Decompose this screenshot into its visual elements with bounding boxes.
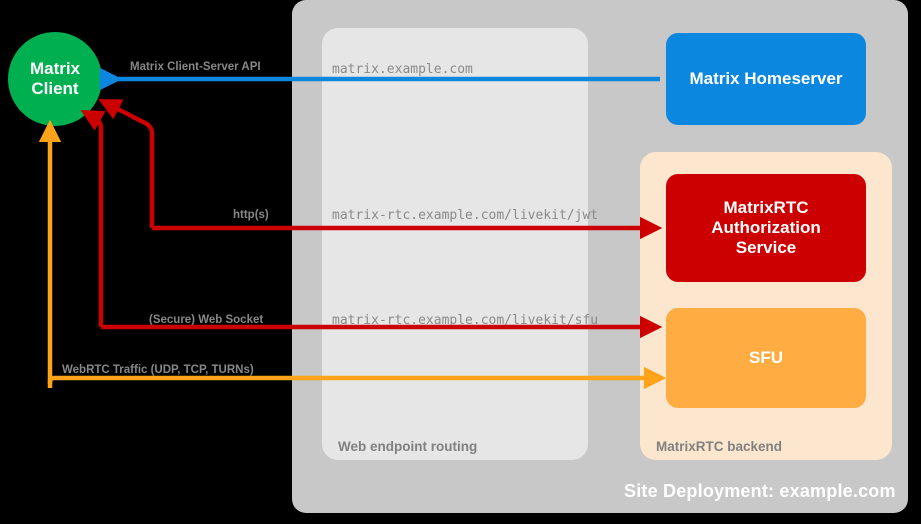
endpoint-url-jwt: matrix-rtc.example.com/livekit/jwt bbox=[332, 208, 599, 223]
client-label-line1: Matrix bbox=[29, 58, 81, 78]
connector-label-websocket: (Secure) Web Socket bbox=[149, 314, 264, 326]
node-sfu[interactable]: SFU bbox=[666, 308, 866, 408]
connector-https-return-to-client bbox=[98, 99, 155, 228]
connector-websocket-return-to-client bbox=[80, 109, 106, 327]
node-matrixrtc-authorization-service[interactable]: MatrixRTC Authorization Service bbox=[666, 174, 866, 282]
endpoint-url-sfu: matrix-rtc.example.com/livekit/sfu bbox=[332, 313, 599, 328]
auth-label-line2: Authorization bbox=[711, 217, 821, 237]
matrixrtc-backend-label: MatrixRTC backend bbox=[656, 439, 783, 454]
site-deployment-title: Site Deployment: example.com bbox=[624, 481, 896, 501]
auth-label-line1: MatrixRTC bbox=[723, 197, 809, 217]
node-auth-service-label: MatrixRTC Authorization Service bbox=[711, 198, 821, 258]
connector-label-matrix-client-server-api: Matrix Client-Server API bbox=[130, 61, 261, 73]
connector-label-webrtc: WebRTC Traffic (UDP, TCP, TURNs) bbox=[62, 364, 254, 376]
node-matrix-client-label: Matrix Client bbox=[30, 59, 80, 99]
node-matrix-homeserver-label: Matrix Homeserver bbox=[689, 68, 843, 88]
node-matrix-homeserver[interactable]: Matrix Homeserver bbox=[666, 33, 866, 125]
web-endpoint-routing-label: Web endpoint routing bbox=[338, 439, 478, 454]
web-endpoint-routing-panel bbox=[322, 28, 588, 460]
connector-label-https: http(s) bbox=[233, 209, 269, 221]
auth-label-line3: Service bbox=[735, 238, 797, 258]
endpoint-url-matrix: matrix.example.com bbox=[332, 62, 473, 77]
client-label-line2: Client bbox=[31, 79, 79, 98]
node-sfu-label: SFU bbox=[749, 347, 783, 367]
